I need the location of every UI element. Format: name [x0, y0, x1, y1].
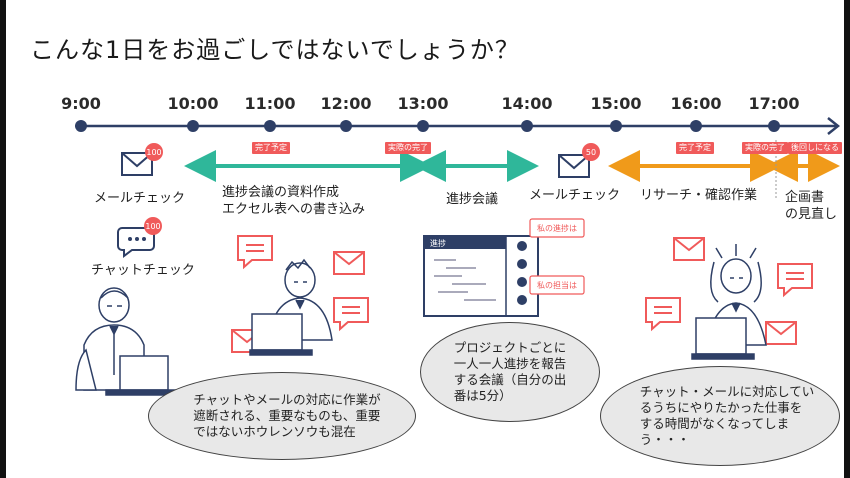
task-label-line1: 進捗会議の資料作成 [222, 185, 340, 200]
chat-check-label: チャットチェック [91, 263, 195, 278]
bubble-line: 遮断される、重要なものも、重要 [193, 408, 381, 423]
speech-bubble-meeting: プロジェクトごとに 一人一人進捗を報告 する会議（自分の出 番は5分） [420, 322, 600, 422]
bubble-line: 番は5分） [453, 388, 512, 403]
time-label: 10:00 [167, 94, 219, 113]
worker-illustration [75, 287, 179, 396]
mail-badge: 100 [146, 148, 161, 157]
actual-finish-tag: 実際の完了 [385, 142, 431, 154]
illustration-layer: 100 100 50 [75, 117, 841, 396]
plan-review-line2: の見直し [785, 207, 838, 222]
mail-icon [333, 251, 365, 275]
meeting-header: 進捗 [430, 238, 446, 248]
time-label: 11:00 [244, 94, 296, 113]
time-label: 13:00 [397, 94, 449, 113]
mail-icon [765, 321, 797, 345]
time-label: 15:00 [590, 94, 642, 113]
time-label: 16:00 [670, 94, 722, 113]
my-progress-callout: 私の進捗は [537, 223, 577, 233]
chat-icon [117, 217, 162, 258]
worker-illustration [249, 258, 333, 356]
time-label: 9:00 [61, 94, 101, 113]
chat-icon [645, 297, 681, 332]
bubble-line: るうちにやりたかった仕事を [639, 400, 803, 415]
plan-review-line1: 企画書 [785, 190, 825, 205]
bubble-line: する会議（自分の出 [453, 372, 567, 387]
chat-icon [237, 235, 273, 270]
time-label: 12:00 [320, 94, 372, 113]
bubble-line: する時間がなくなってしま [639, 416, 790, 431]
chat-icon [777, 263, 813, 298]
actual-finish-tag: 実際の完了 [742, 142, 788, 154]
mail-check-label: メールチェック [529, 188, 621, 203]
time-label: 17:00 [748, 94, 800, 113]
mail-check-label: メールチェック [94, 191, 186, 206]
stressed-worker-illustration [691, 244, 767, 360]
speech-bubble-no-time: チャット・メールに対応してい るうちにやりたかった仕事を する時間がなくなってし… [600, 366, 840, 466]
mail-icon [121, 143, 163, 176]
meeting-screen [423, 218, 585, 317]
mail-icon [558, 143, 600, 178]
bubble-line: プロジェクトごとに [453, 340, 567, 355]
page-title: こんな1日をお過ごしではないでしょうか？ [30, 36, 520, 64]
meeting-label: 進捗会議 [446, 192, 499, 207]
planned-finish-tag: 完了予定 [252, 142, 290, 154]
research-label: リサーチ・確認作業 [640, 188, 758, 203]
bubble-line: ではないホウレンソウも混在 [193, 424, 356, 439]
planned-finish-tag: 完了予定 [676, 142, 714, 154]
bubble-line: チャット・メールに対応してい [639, 384, 815, 399]
bubble-line: 一人一人進捗を報告 [453, 356, 567, 371]
task-label-line2: エクセル表への書き込み [222, 202, 366, 217]
timeline [75, 117, 841, 135]
chat-badge: 100 [145, 222, 160, 231]
bubble-line: チャットやメールの対応に作業が [193, 392, 381, 407]
time-label: 14:00 [501, 94, 553, 113]
speech-bubble-interruptions: チャットやメールの対応に作業が 遮断される、重要なものも、重要 ではないホウレン… [148, 372, 416, 460]
postponed-tag: 後回しになる [788, 142, 842, 154]
mail-badge: 50 [586, 148, 596, 157]
mail-icon [673, 237, 705, 261]
bubble-line: う・・・ [639, 432, 690, 447]
chat-icon [333, 297, 369, 332]
my-part-callout: 私の担当は [537, 280, 577, 290]
